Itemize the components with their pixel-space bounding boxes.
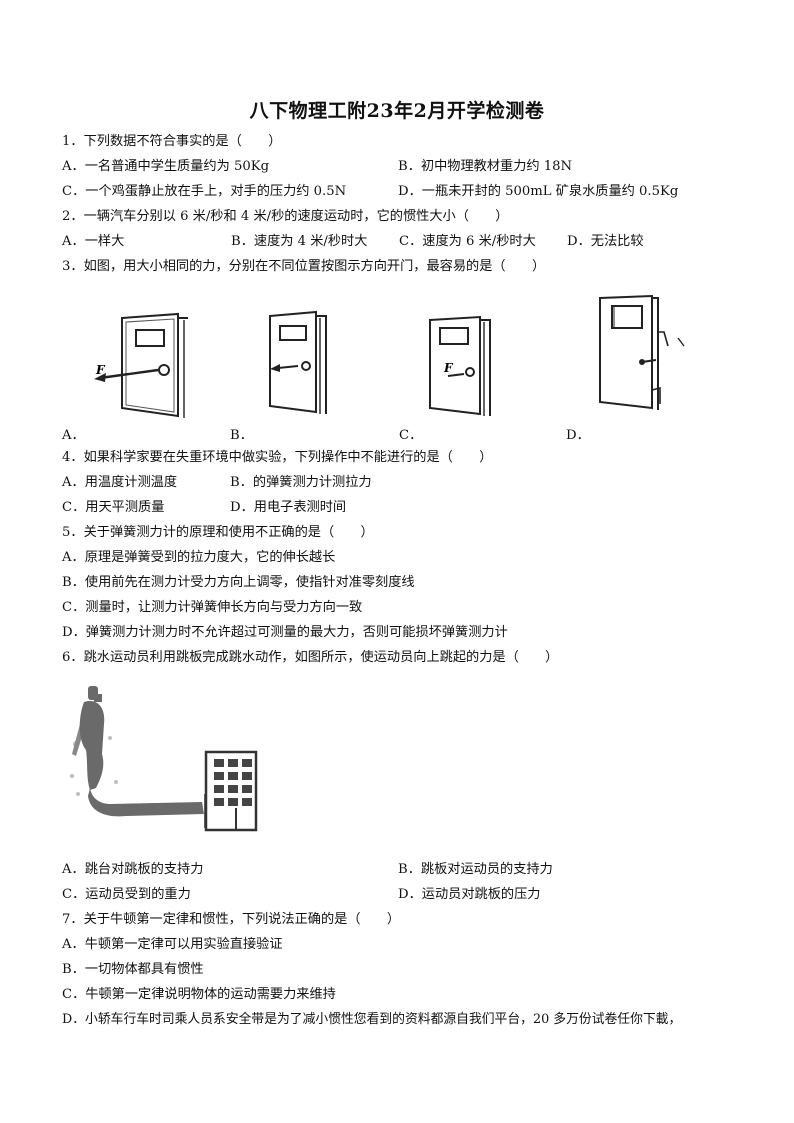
question-2-option-c: C．速度为 6 米/秒时大 [399, 234, 536, 249]
question-3-stem: 3．如图，用大小相同的力，分别在不同位置按图示方向开门，最容易的是（ ） [62, 259, 546, 274]
door-figure-a: F [94, 312, 188, 418]
question-3-option-d: D． [566, 428, 590, 443]
question-6-option-c: C．运动员受到的重力 [62, 887, 191, 902]
question-4-option-c: C．用天平测质量 [62, 500, 165, 515]
question-7-stem: 7．关于牛顿第一定律和惯性，下列说法正确的是（ ） [62, 912, 401, 927]
question-3-option-c: C． [399, 428, 423, 443]
question-1-stem: 1．下列数据不符合事实的是（ ） [62, 134, 282, 149]
page-title: 八下物理工附23年2月开学检测卷 [249, 100, 545, 122]
question-1-option-c: C．一个鸡蛋静止放在手上，对手的压力约 0.5N [62, 184, 347, 199]
question-7-option-d: D．小轿车行车时司乘人员系安全带是为了减小惯性您看到的资料都源自我们平台，20 … [62, 1012, 682, 1027]
question-7-option-a: A．牛顿第一定律可以用实验直接验证 [62, 937, 283, 952]
question-3-option-a: A． [62, 428, 85, 443]
door-figure-d [599, 294, 685, 410]
question-7-option-b: B．一切物体都具有惯性 [62, 962, 204, 977]
question-2-stem: 2．一辆汽车分别以 6 米/秒和 4 米/秒的速度运动时，它的惯性大小（ ） [62, 209, 509, 224]
question-7-option-c: C．牛顿第一定律说明物体的运动需要力来维持 [62, 987, 336, 1002]
question-5-option-b: B．使用前先在测力计受力方向上调零，使指针对准零刻度线 [62, 575, 415, 590]
question-2-option-b: B．速度为 4 米/秒时大 [231, 234, 368, 249]
question-5-option-c: C．测量时，让测力计弹簧伸长方向与受力方向一致 [62, 600, 363, 615]
door-figure-b [269, 310, 327, 414]
question-6-option-b: B．跳板对运动员的支持力 [398, 862, 553, 877]
question-4-option-a: A．用温度计测温度 [62, 475, 178, 490]
question-1-option-d: D．一瓶未开封的 500mL 矿泉水质量约 0.5Kg [398, 184, 679, 199]
question-5-stem: 5．关于弹簧测力计的原理和使用不正确的是（ ） [62, 525, 374, 540]
question-3-option-b: B． [230, 428, 253, 443]
question-6-option-d: D．运动员对跳板的压力 [398, 887, 541, 902]
question-4-option-b: B．的弹簧测力计测拉力 [230, 475, 372, 490]
question-4-stem: 4．如果科学家要在失重环境中做实验，下列操作中不能进行的是（ ） [62, 450, 493, 465]
question-4-option-d: D．用电子表测时间 [230, 500, 347, 515]
question-1-option-b: B．初中物理教材重力约 18N [398, 159, 573, 174]
question-6-option-a: A．跳台对跳板的支持力 [62, 862, 204, 877]
force-label-c: F [443, 361, 454, 375]
diving-board-figure [70, 686, 258, 832]
question-6-stem: 6．跳水运动员利用跳板完成跳水动作，如图所示，使运动员向上跳起的力是（ ） [62, 650, 559, 665]
question-5-option-d: D．弹簧测力计测力时不允许超过可测量的最大力，否则可能损坏弹簧测力计 [62, 625, 508, 640]
question-5-option-a: A．原理是弹簧受到的拉力度大，它的伸长越长 [62, 550, 336, 565]
force-label-a: F [95, 363, 106, 377]
door-figure-c: F [429, 315, 491, 416]
question-2-option-d: D．无法比较 [567, 234, 644, 249]
question-1-option-a: A．一名普通中学生质量约为 50Kg [62, 159, 270, 174]
question-2-option-a: A．一样大 [62, 234, 125, 249]
